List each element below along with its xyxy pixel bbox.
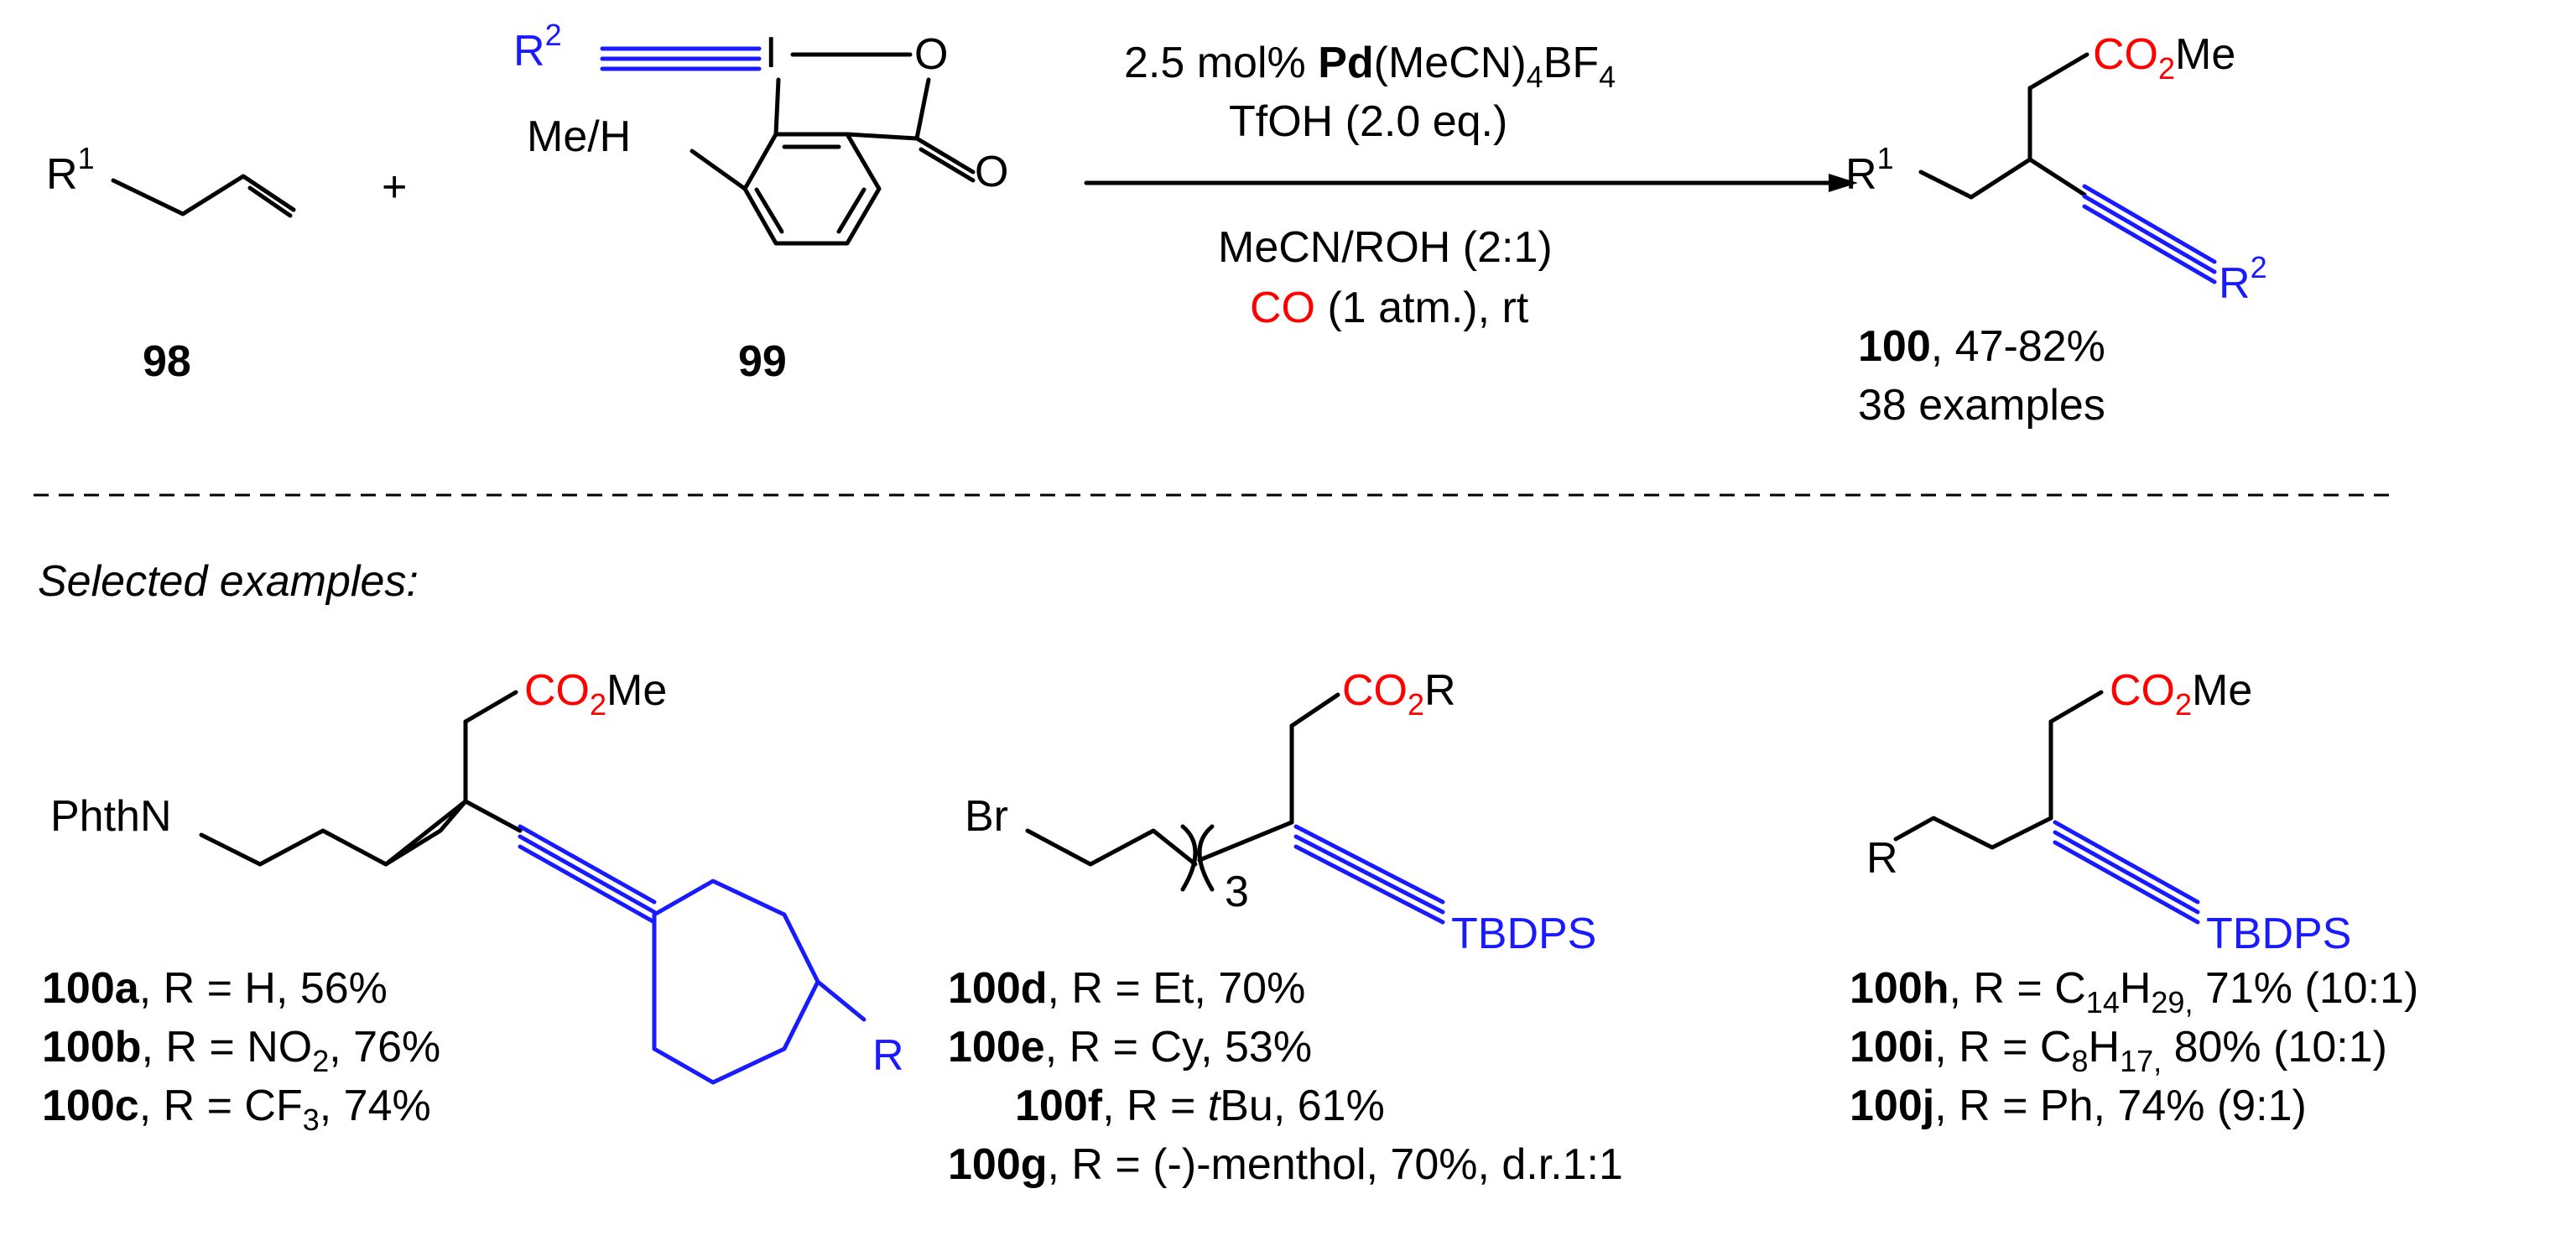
catalyst-line: 2.5 mol% Pd(MeCN)4BF4: [1124, 39, 1616, 94]
ex2-repeat-count: 3: [1225, 868, 1249, 916]
substrate-id: 98: [143, 337, 191, 386]
ex2-silyl: TBDPS: [1451, 910, 1596, 958]
ex1-left-group: PhthN: [50, 792, 172, 841]
example-100h-j: CO2Me R TBDPS 100h, R = C14H29, 71% (10:…: [1850, 666, 2418, 1130]
solvent-line: MeCN/ROH (2:1): [1218, 223, 1553, 272]
row-100g: 100g, R = (-)-menthol, 70%, d.r.1:1: [948, 1140, 1623, 1189]
row-100j: 100j, R = Ph, 74% (9:1): [1850, 1082, 2307, 1130]
reagent-id: 99: [738, 337, 787, 386]
ex1-ester: CO2Me: [524, 666, 667, 722]
reagent-99: R2 I O O Me/H 99: [513, 18, 1008, 386]
ex2-ester: CO2R: [1342, 666, 1456, 722]
row-100b: 100b, R = NO2, 76%: [42, 1023, 440, 1078]
co-line: CO (1 atm.), rt: [1250, 284, 1529, 332]
iodine-label: I: [765, 29, 777, 77]
row-100c: 100c, R = CF3, 74%: [42, 1082, 431, 1137]
product-yield: 100, 47-82%: [1858, 322, 2105, 371]
row-100f: 100f, R = tBu, 61%: [1015, 1082, 1385, 1130]
substrate-98: R1 98: [46, 141, 296, 386]
section-label: Selected examples:: [38, 557, 419, 606]
row-100a: 100a, R = H, 56%: [42, 964, 388, 1013]
me-h-substituent: Me/H: [527, 112, 631, 161]
example-100d-g: CO2R Br 3 TBDPS 100d, R = Et, 70% 100e, …: [948, 666, 1623, 1189]
product-ester: CO2Me: [2093, 30, 2235, 86]
reaction-conditions: 2.5 mol% Pd(MeCN)4BF4 TfOH (2.0 eq.) MeC…: [1084, 39, 1858, 332]
product-example-count: 38 examples: [1858, 381, 2105, 430]
product-100: CO2Me R1 R2 100, 47-82% 38 examples: [1845, 30, 2267, 430]
reagent-r2-label: R2: [513, 18, 562, 76]
ring-oxygen-label: O: [914, 30, 948, 79]
alkene-double-bond: [247, 185, 293, 218]
ex1-aryl-r: R: [872, 1031, 904, 1080]
acid-line: TfOH (2.0 eq.): [1229, 97, 1507, 146]
row-100d: 100d, R = Et, 70%: [948, 964, 1305, 1013]
ex2-left-group: Br: [965, 792, 1008, 841]
product-r2: R2: [2219, 250, 2267, 308]
example-100a-c: CO2Me PhthN R 100a, R = H, 56% 100b, R =…: [42, 666, 904, 1137]
carbonyl-oxygen-label: O: [975, 148, 1008, 196]
allyl-chain: [111, 174, 296, 216]
row-100i: 100i, R = C8H17, 80% (10:1): [1850, 1023, 2387, 1078]
ex3-ester: CO2Me: [2110, 666, 2252, 722]
ex3-left-group: R: [1866, 834, 1898, 883]
row-100e: 100e, R = Cy, 53%: [948, 1023, 1312, 1072]
ex3-silyl: TBDPS: [2206, 910, 2351, 958]
row-100h: 100h, R = C14H29, 71% (10:1): [1850, 964, 2418, 1019]
substrate-r1-label: R1: [46, 141, 95, 199]
arrow-head: [1829, 174, 1858, 192]
plus-sign: +: [382, 163, 407, 211]
product-r1: R1: [1845, 141, 1894, 199]
